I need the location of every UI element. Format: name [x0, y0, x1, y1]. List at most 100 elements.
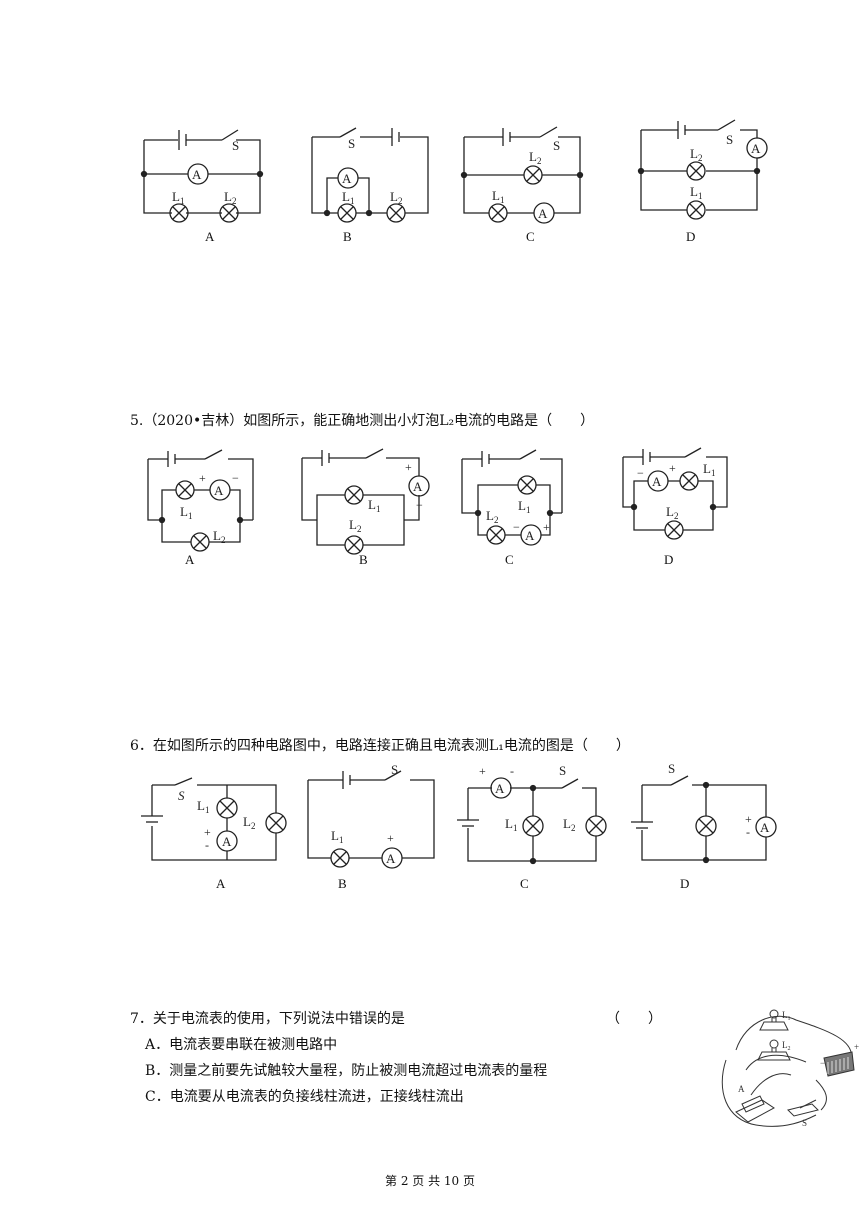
svg-text:L1: L1 — [690, 184, 702, 201]
q6-question-text: 6．在如图所示的四种电路图中，电路连接正确且电流表测L₁电流的图是（ ） — [130, 738, 630, 754]
svg-text:-: - — [510, 764, 514, 778]
q4-circuit-b — [311, 127, 429, 223]
svg-text:L2: L2 — [486, 508, 498, 525]
svg-text:A: A — [760, 820, 770, 835]
svg-text:L2: L2 — [666, 504, 678, 521]
svg-text:L2: L2 — [349, 517, 361, 534]
svg-text:L1: L1 — [342, 189, 354, 206]
svg-text:L2: L2 — [529, 149, 541, 166]
svg-text:A: A — [342, 171, 352, 186]
q4-label-b: B — [343, 229, 352, 244]
q5-circuit-a — [147, 449, 254, 552]
q5-circuit-b — [301, 448, 430, 555]
svg-text:L1: L1 — [368, 497, 380, 514]
svg-text:L1: L1 — [518, 498, 530, 515]
svg-text:−: − — [416, 498, 423, 512]
svg-text:A: A — [738, 1084, 745, 1094]
svg-text:-: - — [205, 838, 209, 852]
svg-text:A: A — [652, 474, 662, 489]
svg-text:A: A — [192, 167, 202, 182]
svg-text:L2: L2 — [213, 528, 225, 545]
q4-label-a: A — [205, 229, 215, 244]
q6-label-c: C — [520, 876, 529, 891]
svg-text:S: S — [348, 136, 355, 151]
svg-text:S: S — [553, 138, 560, 153]
svg-text:L2: L2 — [243, 814, 255, 831]
svg-text:+: + — [479, 764, 486, 778]
q6-circuit-b — [307, 770, 435, 869]
q4-label-d: D — [686, 229, 696, 244]
q5-label-a: A — [185, 552, 195, 567]
svg-text:−: − — [513, 520, 520, 534]
svg-text:L2: L2 — [390, 189, 402, 206]
svg-text:S: S — [232, 138, 239, 153]
q5-label-d: D — [664, 552, 674, 567]
svg-text:A: A — [751, 141, 761, 156]
svg-text:S: S — [391, 762, 398, 777]
svg-text:+: + — [543, 520, 550, 534]
svg-text:L2: L2 — [782, 1040, 791, 1052]
svg-text:−: − — [637, 466, 644, 480]
svg-text:L1: L1 — [197, 798, 209, 815]
svg-text:S: S — [559, 763, 566, 778]
q7-option-c: C．电流要从电流表的负接线柱流进，正接线柱流出 — [145, 1089, 464, 1105]
q4-label-c: C — [526, 229, 535, 244]
q6-circuit-a — [141, 777, 287, 861]
svg-text:L2: L2 — [224, 189, 236, 206]
q4-circuit-diagrams: A A A A S S S S L1 L2 L1 L2 L2 L1 L2 L1 — [140, 119, 768, 224]
svg-text:+: + — [405, 460, 412, 474]
svg-text:L1: L1 — [505, 816, 517, 833]
svg-text:S: S — [726, 132, 733, 147]
svg-text:L1: L1 — [703, 461, 715, 478]
q6-circuit-c — [457, 777, 607, 865]
q5-circuit-d — [622, 447, 728, 540]
q5-question-text: 5.（2020•吉林）如图所示，能正确地测出小灯泡L₂电流的电路是（ ） — [130, 413, 595, 429]
q5-circuit-c — [461, 449, 563, 546]
q5-label-c: C — [505, 552, 514, 567]
q7-apparatus-figure: L1 L2 A S − + — [716, 1000, 860, 1140]
svg-text:L1: L1 — [331, 828, 343, 845]
q6-circuit-d — [631, 775, 777, 864]
svg-text:L1: L1 — [492, 188, 504, 205]
page-footer: 第 2 页 共 10 页 — [385, 1174, 475, 1188]
svg-text:A: A — [495, 781, 505, 796]
q6-label-d: D — [680, 876, 690, 891]
q4-circuit-c — [460, 126, 584, 224]
svg-text:A: A — [413, 479, 423, 494]
svg-text:+: + — [854, 1042, 859, 1052]
q5-label-b: B — [359, 552, 368, 567]
svg-text:+: + — [199, 471, 206, 485]
svg-text:S: S — [802, 1118, 807, 1128]
svg-text:+: + — [387, 831, 394, 845]
svg-text:-: - — [746, 825, 750, 839]
svg-text:A: A — [525, 528, 535, 543]
svg-text:L2: L2 — [690, 146, 702, 163]
svg-text:+: + — [745, 812, 752, 826]
q7-answer-paren: （ ） — [606, 1011, 662, 1027]
svg-text:L1: L1 — [180, 504, 192, 521]
svg-text:+: + — [204, 825, 211, 839]
svg-text:+: + — [669, 461, 676, 475]
q7-question-text: 7．关于电流表的使用，下列说法中错误的是 — [130, 1011, 405, 1027]
svg-text:L1: L1 — [172, 189, 184, 206]
svg-text:A: A — [214, 483, 224, 498]
svg-text:S: S — [668, 761, 675, 776]
q6-label-b: B — [338, 876, 347, 891]
q6-label-a: A — [216, 876, 226, 891]
svg-text:A: A — [538, 206, 548, 221]
q4-circuit-d — [637, 119, 768, 220]
svg-text:−: − — [820, 1058, 825, 1068]
svg-text:S: S — [178, 788, 185, 803]
svg-text:L1: L1 — [782, 1010, 791, 1022]
svg-text:A: A — [386, 851, 396, 866]
q7-option-b: B．测量之前要先试触较大量程，防止被测电流超过电流表的量程 — [145, 1063, 548, 1079]
svg-text:A: A — [222, 834, 232, 849]
apparatus-sketch: L1 L2 A S − + — [721, 1009, 859, 1128]
svg-text:L2: L2 — [563, 816, 575, 833]
q7-option-a: A．电流表要串联在被测电路中 — [145, 1037, 338, 1053]
